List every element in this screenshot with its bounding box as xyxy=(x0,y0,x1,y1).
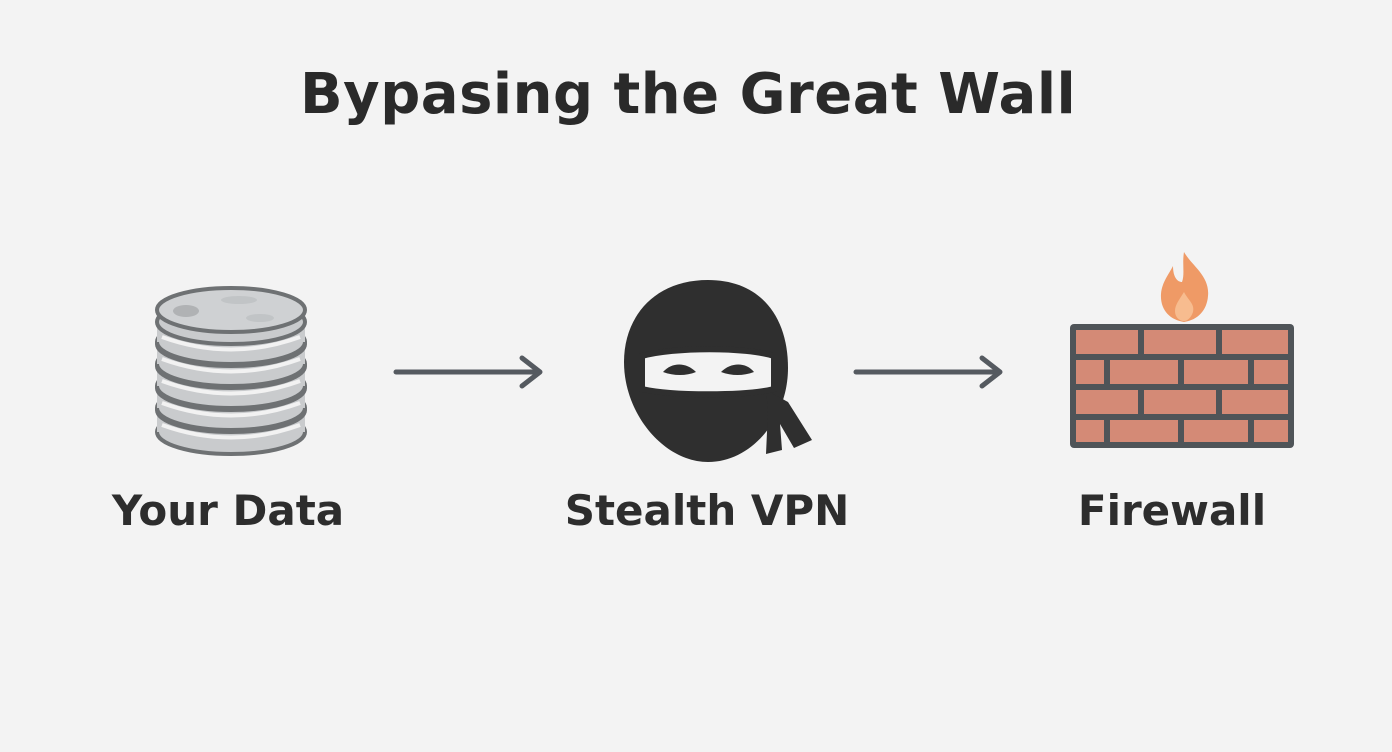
arrow-right-icon xyxy=(852,354,1006,390)
node-label-your-data: Your Data xyxy=(111,486,345,535)
node-label-stealth-vpn: Stealth VPN xyxy=(564,486,850,535)
firewall-icon xyxy=(1068,248,1298,450)
diagram-title: Bypasing the Great Wall xyxy=(300,62,1077,127)
database-icon xyxy=(148,280,314,464)
arrow-right-icon xyxy=(392,354,546,390)
node-label-firewall: Firewall xyxy=(1077,486,1267,535)
ninja-icon xyxy=(620,278,816,466)
